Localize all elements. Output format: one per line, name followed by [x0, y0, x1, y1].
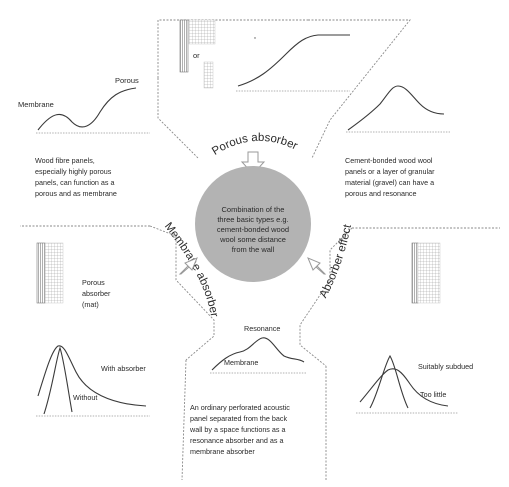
- graph-subdued-little: Suitably subdued Too little: [356, 354, 473, 414]
- membrane-label: Membrane: [18, 100, 54, 109]
- svg-text:absorber: absorber: [82, 289, 111, 298]
- absorber-effect-sample: [411, 242, 441, 304]
- svg-text:(mat): (mat): [82, 300, 99, 309]
- frame-outline: [20, 19, 500, 481]
- suitably-subdued-curve: [359, 368, 449, 407]
- wood-fibre-text: Wood fibre panels, especially highly por…: [35, 156, 117, 198]
- graph-resonance-membrane: Resonance Membrane: [210, 324, 306, 374]
- without-curve: [43, 346, 73, 415]
- graph-porous-resonance: [346, 85, 450, 133]
- svg-text:membrane absorber: membrane absorber: [190, 447, 255, 456]
- without-label: Without: [73, 393, 97, 402]
- svg-text:material (gravel) can have a: material (gravel) can have a: [345, 178, 434, 187]
- resonance-membrane-curve: [211, 337, 305, 371]
- too-little-label: Too little: [420, 390, 446, 399]
- porous-mat-sample: Porous absorber (mat): [36, 242, 111, 309]
- arrow-right-icon: [178, 257, 198, 275]
- grid-sample-top: [188, 19, 216, 45]
- svg-text:panel separated from the back: panel separated from the back: [190, 414, 287, 423]
- svg-text:resonance absorber and as a: resonance absorber and as a: [190, 436, 284, 445]
- resonance-label: Resonance: [244, 324, 280, 333]
- membrane-porous-curve: [37, 87, 137, 131]
- porous-resonance-curve: [347, 85, 445, 131]
- porous-rising-curve: [237, 34, 350, 87]
- graph-with-without: With absorber Without: [36, 345, 150, 417]
- svg-text:panels or a layer of granular: panels or a layer of granular: [345, 167, 435, 176]
- svg-text:panels, can function as a: panels, can function as a: [35, 178, 115, 187]
- absorber-effect-title: Absorber effect: [318, 223, 355, 300]
- or-label: or: [193, 51, 200, 60]
- perforated-text: An ordinary perforated acoustic panel se…: [189, 403, 290, 456]
- membrane-bottom-label: Membrane: [224, 358, 258, 367]
- svg-text:Wood fibre panels,: Wood fibre panels,: [35, 156, 95, 165]
- with-absorber-curve: [37, 345, 147, 407]
- porous-samples: or: [179, 19, 350, 92]
- svg-text:Cement-bonded wood wool: Cement-bonded wood wool: [345, 156, 433, 165]
- svg-text:three basic types e.g.: three basic types e.g.: [217, 215, 288, 224]
- svg-text:An ordinary perforated acousti: An ordinary perforated acoustic: [190, 403, 290, 412]
- center-circle: Combination of the three basic types e.g…: [195, 166, 311, 282]
- cement-bonded-text: Cement-bonded wood wool panels or a laye…: [345, 156, 435, 198]
- svg-text:porous and as membrane: porous and as membrane: [35, 189, 117, 198]
- svg-text:wool some distance: wool some distance: [219, 235, 286, 244]
- grid-sample-bottom: [203, 61, 214, 89]
- suitably-subdued-label: Suitably subdued: [418, 362, 473, 371]
- svg-text:cement-bonded wood: cement-bonded wood: [217, 225, 289, 234]
- with-absorber-label: With absorber: [101, 364, 146, 373]
- svg-text:wall by a space functions as a: wall by a space functions as a: [189, 425, 286, 434]
- arrow-left-icon: [307, 257, 327, 275]
- svg-text:from the wall: from the wall: [232, 245, 275, 254]
- porous-label: Porous: [115, 76, 139, 85]
- svg-text:porous and resonance: porous and resonance: [345, 189, 417, 198]
- graph-membrane-porous: Membrane Porous: [18, 76, 150, 134]
- too-little-curve: [369, 354, 409, 409]
- panel-sample: [179, 19, 189, 73]
- svg-text:Combination of the: Combination of the: [222, 205, 285, 214]
- svg-text:especially highly porous: especially highly porous: [35, 167, 112, 176]
- svg-text:Porous: Porous: [82, 278, 105, 287]
